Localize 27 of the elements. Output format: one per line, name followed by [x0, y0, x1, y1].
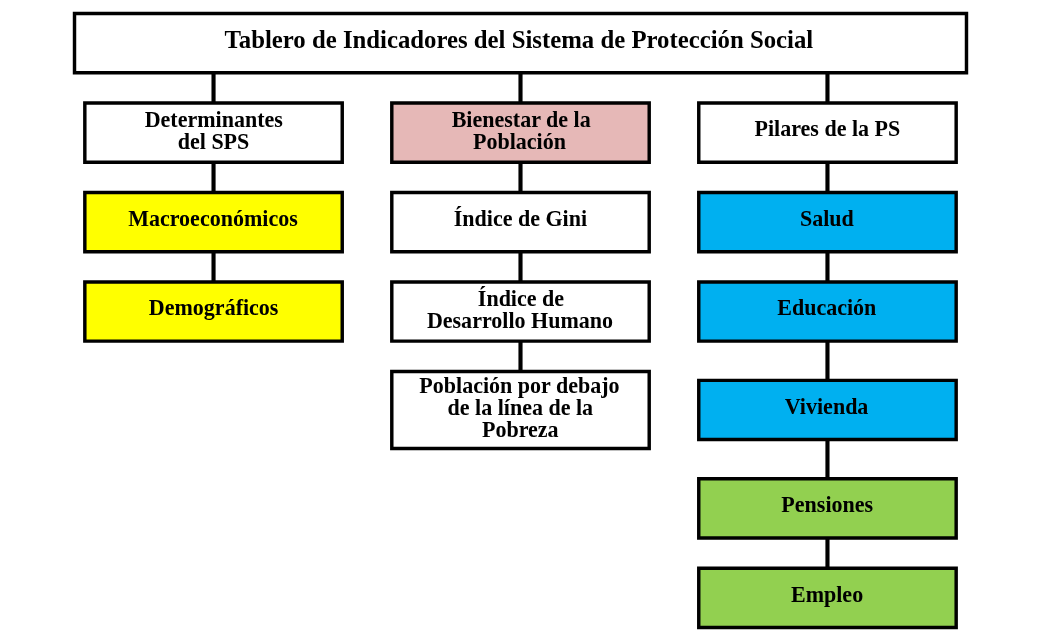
- node-box: Índice de Desarrollo Humano: [390, 280, 651, 343]
- connector: [211, 251, 216, 282]
- connector: [825, 72, 830, 103]
- node-box: Vivienda: [697, 378, 958, 442]
- node-box: Índice de Gini: [390, 190, 651, 254]
- node-box: Determinantes del SPS: [83, 101, 344, 164]
- node-box: Pensiones: [697, 477, 958, 540]
- connector: [825, 341, 830, 381]
- node-box: Salud: [697, 190, 958, 254]
- connector: [518, 72, 523, 103]
- node-box: Tablero de Indicadores del Sistema de Protección Social: [72, 11, 969, 75]
- connector: [825, 538, 830, 568]
- node-box: Educación: [697, 280, 958, 343]
- node-box: Demográficos: [83, 280, 344, 343]
- connector: [825, 251, 830, 282]
- node-box: Pilares de la PS: [697, 101, 958, 164]
- connector: [518, 341, 523, 372]
- node-box: Empleo: [697, 566, 958, 630]
- connector: [211, 162, 216, 193]
- connector: [211, 72, 216, 103]
- node-box: Bienestar de la Población: [390, 101, 651, 164]
- node-box: Macroeconómicos: [83, 190, 344, 254]
- connector: [518, 251, 523, 282]
- node-box: Población por debajo de la línea de la Pobreza: [390, 369, 651, 451]
- connector: [825, 440, 830, 479]
- connector: [825, 162, 830, 193]
- connector: [518, 162, 523, 193]
